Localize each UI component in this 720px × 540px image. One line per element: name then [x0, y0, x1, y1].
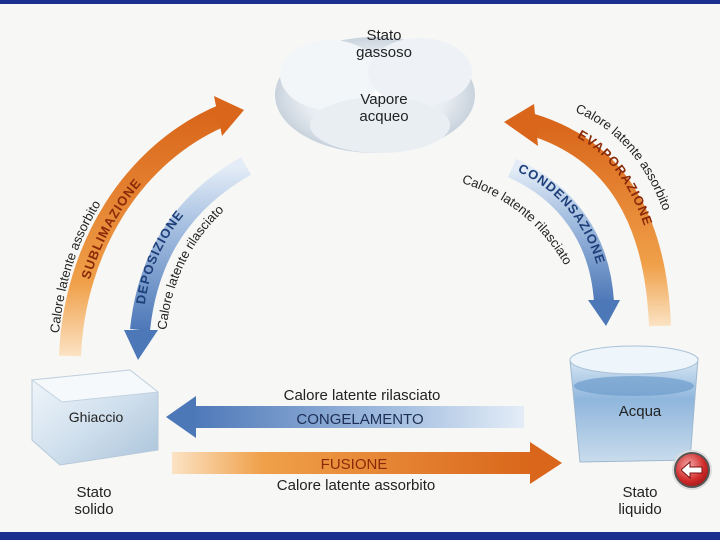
gas-state-line1: Stato — [366, 27, 401, 44]
fusione-label: FUSIONE — [321, 456, 388, 473]
solid-state-line1: Stato — [76, 484, 111, 501]
deposizione-arrow: DEPOSIZIONE Calore latente rilasciato — [124, 157, 251, 360]
congelamento-note: Calore latente rilasciato — [284, 387, 441, 404]
water-container — [569, 345, 699, 463]
liquid-state-line2: liquido — [618, 501, 661, 518]
gas-name-line1: Vapore — [360, 91, 407, 108]
fusione-arrow: FUSIONE Calore latente assorbito — [172, 442, 562, 494]
vapor-cloud — [275, 37, 475, 153]
solid-name: Ghiaccio — [69, 409, 124, 425]
gas-name-line2: acqueo — [359, 108, 408, 125]
congelamento-arrow: CONGELAMENTO Calore latente rilasciato — [166, 387, 524, 438]
fusione-note: Calore latente assorbito — [277, 477, 435, 494]
liquid-state-line1: Stato — [622, 484, 657, 501]
ice-block — [30, 369, 160, 466]
condensazione-arrow: CONDENSAZIONE Calore latente rilasciato — [461, 158, 620, 326]
bottom-frame-bar — [0, 532, 720, 540]
solid-state-line2: solido — [74, 501, 113, 518]
top-frame-bar — [0, 0, 720, 4]
congelamento-label: CONGELAMENTO — [296, 411, 423, 428]
gas-state-line2: gassoso — [356, 44, 412, 61]
back-arrow-icon — [681, 461, 703, 479]
liquid-name: Acqua — [619, 403, 662, 420]
back-button[interactable] — [674, 452, 710, 488]
